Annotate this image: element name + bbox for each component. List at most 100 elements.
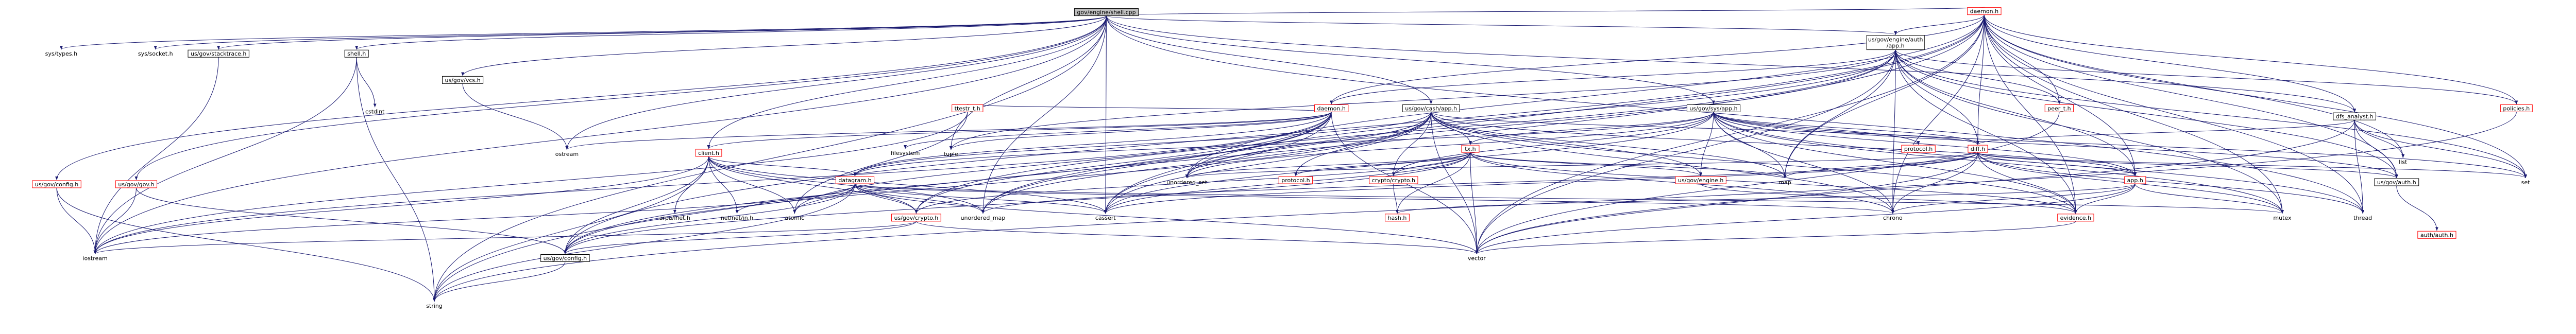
node-label: datagram.h bbox=[838, 177, 871, 184]
node-label: iostream bbox=[82, 255, 107, 262]
edge-root-to-unordered-map bbox=[981, 15, 1107, 214]
edge-shell-h-to-string bbox=[356, 57, 436, 302]
edge-root-to-cash-app bbox=[1106, 15, 1433, 104]
node-map[interactable]: map bbox=[1778, 179, 1791, 186]
node-daemon2[interactable]: daemon.h bbox=[1314, 104, 1349, 112]
node-protocol2[interactable]: protocol.h bbox=[1278, 176, 1313, 184]
node-gov-crypto[interactable]: us/gov/crypto.h bbox=[891, 214, 941, 222]
edge-diff-h-to-cassert bbox=[1104, 152, 1978, 214]
edge-client-h-to-cassert bbox=[708, 156, 1107, 214]
edge-root-to-daemon bbox=[1106, 7, 1985, 16]
node-config-red[interactable]: us/gov/config.h bbox=[32, 180, 81, 188]
node-label: auth/auth.h bbox=[2420, 232, 2453, 238]
node-label-line2: /app.h bbox=[1887, 43, 1905, 49]
node-label: us/gov/cash/app.h bbox=[1405, 105, 1457, 112]
node-label: map bbox=[1778, 179, 1791, 186]
node-app-h[interactable]: app.h bbox=[2124, 176, 2146, 184]
node-shell-h[interactable]: shell.h bbox=[344, 49, 369, 58]
edge-datagram-to-atomic bbox=[793, 184, 855, 214]
node-box bbox=[32, 180, 81, 188]
node-thread[interactable]: thread bbox=[2353, 215, 2372, 221]
node-gov-config[interactable]: us/gov/config.h bbox=[540, 254, 590, 262]
node-mutex[interactable]: mutex bbox=[2273, 215, 2292, 221]
node-evidence[interactable]: evidence.h bbox=[2057, 214, 2094, 222]
edge-tx-h-to-crypto-crypto bbox=[1392, 152, 1471, 177]
node-cash-app[interactable]: us/gov/cash/app.h bbox=[1402, 104, 1460, 112]
node-policies[interactable]: policies.h bbox=[2500, 104, 2533, 112]
node-cassert[interactable]: cassert bbox=[1095, 215, 1116, 221]
edge-cash-app-to-map bbox=[1431, 112, 1787, 179]
node-set[interactable]: set bbox=[2521, 179, 2530, 186]
node-box bbox=[1866, 35, 1925, 50]
node-netinet-in[interactable]: netinet/in.h bbox=[721, 215, 753, 221]
node-label: hash.h bbox=[1387, 215, 1406, 221]
node-crypto-crypto[interactable]: crypto/crypto.h bbox=[1369, 176, 1418, 184]
node-client-h[interactable]: client.h bbox=[695, 149, 722, 157]
node-auth-auth[interactable]: auth/auth.h bbox=[2417, 231, 2456, 239]
node-box bbox=[1384, 214, 1410, 222]
edge-root-to-stacktrace bbox=[217, 15, 1107, 50]
node-gov-engine[interactable]: us/gov/engine.h bbox=[1675, 176, 1726, 184]
node-label: vector bbox=[1468, 255, 1486, 262]
node-label: evidence.h bbox=[2060, 215, 2091, 221]
edge-daemon-to-mutex bbox=[1984, 14, 2284, 214]
node-label: shell.h bbox=[347, 50, 366, 57]
edge-daemon-to-dfs-analyst bbox=[1984, 14, 2357, 113]
node-arpa-inet[interactable]: arpa/inet.h bbox=[659, 215, 690, 221]
edge-engine-auth-app-to-auth-h bbox=[1895, 49, 2398, 179]
node-chrono[interactable]: chrono bbox=[1883, 215, 1903, 221]
node-diff-h[interactable]: diff.h bbox=[1968, 145, 1988, 153]
edge-daemon-to-app-h bbox=[1984, 14, 2137, 177]
node-ttestr[interactable]: ttestr_t.h bbox=[952, 104, 984, 112]
node-sys-types[interactable]: sys/types.h bbox=[45, 50, 77, 57]
edge-shell-h-to-cstdint bbox=[356, 57, 377, 108]
node-peer-t[interactable]: peer_t.h bbox=[2044, 104, 2074, 112]
node-filesystem[interactable]: filesystem bbox=[891, 150, 920, 156]
node-unordered-map[interactable]: unordered_map bbox=[961, 215, 1006, 221]
edge-cash-app-to-unordered-set bbox=[1185, 112, 1432, 179]
node-root[interactable]: gov/engine/shell.cpp bbox=[1074, 8, 1139, 16]
node-iostream[interactable]: iostream bbox=[82, 255, 107, 262]
node-label: peer_t.h bbox=[2047, 105, 2071, 112]
edge-sys-app-to-diff-h bbox=[1713, 112, 1979, 145]
edge-datagram-to-unordered-map bbox=[854, 183, 985, 214]
node-box bbox=[1675, 176, 1726, 184]
node-hash-h[interactable]: hash.h bbox=[1384, 214, 1410, 222]
node-daemon[interactable]: daemon.h bbox=[1967, 7, 2002, 15]
node-datagram[interactable]: datagram.h bbox=[835, 176, 875, 184]
node-tuple[interactable]: tuple bbox=[944, 151, 958, 157]
node-label: daemon.h bbox=[1317, 105, 1345, 112]
node-engine-auth-app[interactable]: us/gov/engine/auth/app.h bbox=[1866, 35, 1925, 50]
node-label: app.h bbox=[2127, 177, 2143, 184]
edge-root-to-shell-h bbox=[355, 15, 1107, 50]
node-box bbox=[1402, 104, 1460, 112]
node-sys-socket[interactable]: sys/socket.h bbox=[138, 50, 173, 57]
node-sys-app[interactable]: us/gov/sys/app.h bbox=[1686, 104, 1741, 112]
node-dfs-analyst[interactable]: dfs_analyst.h bbox=[2333, 112, 2376, 120]
node-vcs[interactable]: us/gov/vcs.h bbox=[442, 76, 484, 84]
node-atomic[interactable]: atomic bbox=[785, 215, 805, 221]
node-label: dfs_analyst.h bbox=[2336, 113, 2374, 120]
node-ostream[interactable]: ostream bbox=[555, 151, 579, 157]
node-unordered-set[interactable]: unordered_set bbox=[1166, 179, 1208, 186]
node-list[interactable]: list bbox=[2399, 159, 2408, 166]
edge-app-h-to-evidence bbox=[2074, 184, 2136, 214]
node-label: us/gov/engine/auth bbox=[1868, 37, 1923, 43]
edge-daemon-to-auth-h bbox=[1984, 14, 2398, 179]
node-stacktrace[interactable]: us/gov/stacktrace.h bbox=[188, 49, 249, 58]
node-vector[interactable]: vector bbox=[1468, 255, 1486, 262]
edge-engine-auth-app-to-app-h bbox=[1895, 49, 2137, 177]
edge-daemon-to-policies bbox=[1984, 14, 2518, 104]
edge-client-h-to-unordered-map bbox=[708, 156, 985, 214]
node-tx-h[interactable]: tx.h bbox=[1461, 145, 1480, 153]
node-protocol[interactable]: protocol.h bbox=[1901, 145, 1936, 153]
edge-config-red-to-iostream bbox=[56, 187, 97, 254]
node-cstdint[interactable]: cstdint bbox=[365, 108, 385, 115]
node-label: unordered_map bbox=[961, 215, 1006, 221]
edge-config-red-to-string bbox=[56, 187, 436, 302]
node-gov-h[interactable]: us/gov/gov.h bbox=[115, 180, 158, 188]
edge-gov-crypto-to-gov-config bbox=[563, 221, 917, 254]
node-string[interactable]: string bbox=[426, 303, 443, 309]
node-auth-h[interactable]: us/gov/auth.h bbox=[2374, 178, 2419, 186]
edge-cash-app-to-datagram bbox=[853, 112, 1432, 177]
